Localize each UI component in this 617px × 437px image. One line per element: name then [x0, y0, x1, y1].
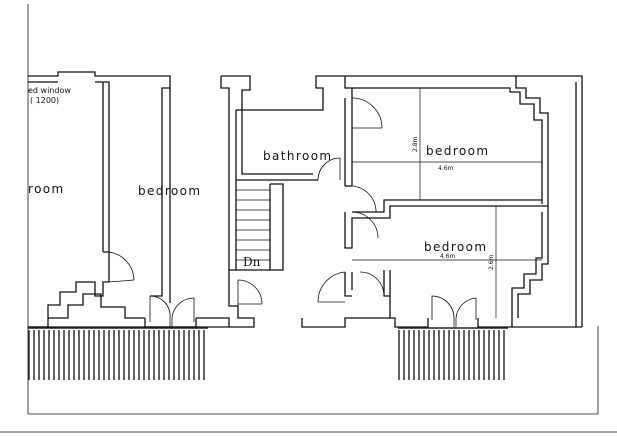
room-label-lower-right-bedroom: bedroom [424, 240, 487, 254]
dimension-lines [352, 88, 542, 318]
page-frame [0, 4, 617, 433]
right-unit-doors [317, 97, 385, 303]
upper-width-dimension: 4.6m [438, 165, 454, 172]
upper-height-dimension: 2.8m [412, 136, 419, 152]
lower-width-dimension: 4.6m [440, 253, 456, 260]
room-label-bathroom: bathroom [263, 149, 333, 163]
left-bedroom-door [108, 251, 135, 283]
stair-down-label: Dn [243, 255, 261, 269]
room-label-left-cut: room [28, 182, 65, 196]
right-unit-walls [301, 75, 583, 328]
staircase [236, 189, 270, 261]
room-label-left-bedroom: bedroom [138, 184, 201, 198]
right-french-doors [431, 295, 477, 327]
bathroom-door [317, 157, 341, 181]
window-note-line1: ed window [28, 86, 71, 95]
left-deck-hatch [28, 327, 208, 380]
entry-door [237, 279, 263, 306]
right-deck-hatch [398, 327, 508, 380]
center-walls [220, 75, 345, 328]
lower-height-dimension: 2.6m [488, 254, 495, 270]
left-french-doors [149, 295, 195, 327]
left-unit-walls [28, 71, 230, 328]
window-note-line2: ( 1200) [30, 96, 59, 105]
room-label-upper-right-bedroom: bedroom [426, 144, 489, 158]
